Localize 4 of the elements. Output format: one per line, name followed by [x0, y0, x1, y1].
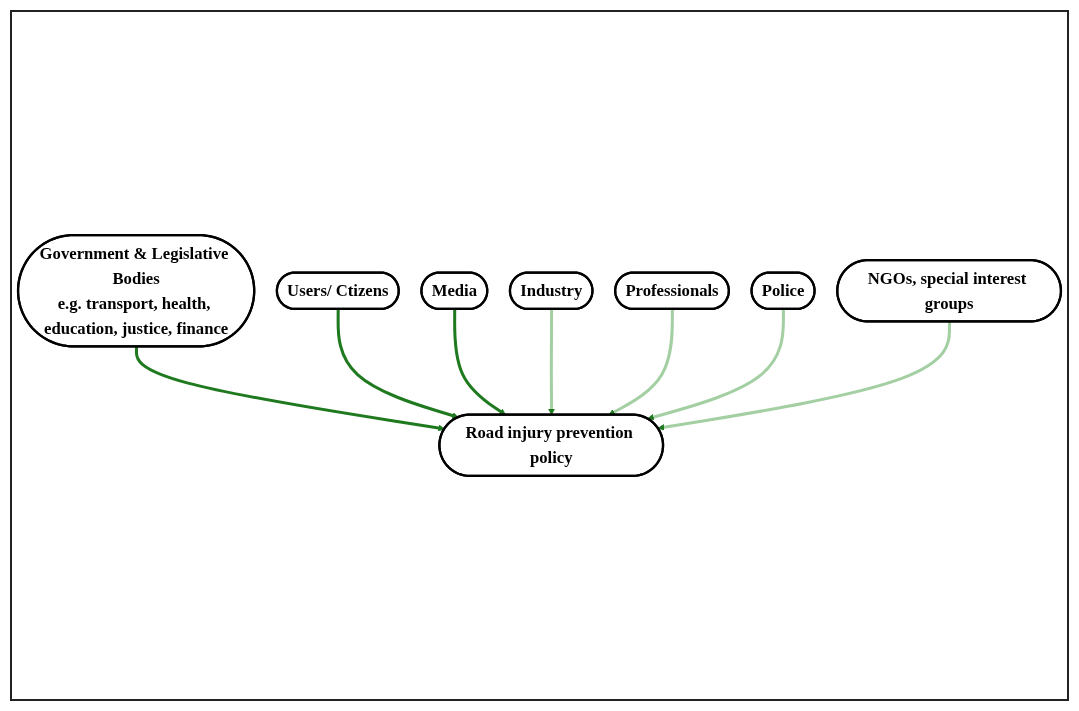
arrow: [647, 309, 785, 421]
arrow: [657, 321, 951, 431]
arrow: [336, 309, 459, 419]
arrow: [134, 346, 445, 432]
